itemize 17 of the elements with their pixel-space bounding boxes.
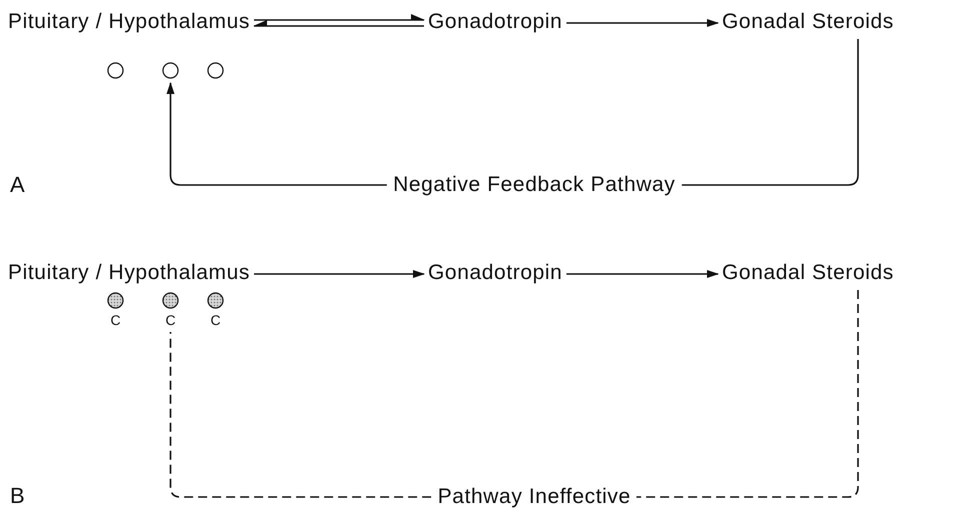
panel-letter: A (10, 172, 25, 198)
node-label: Gonadal Steroids (722, 9, 894, 35)
edge-label: Negative Feedback Pathway (387, 173, 682, 197)
panel-letter: B (10, 483, 25, 509)
circle-caption: C (110, 312, 121, 328)
half-arrow (253, 20, 424, 27)
node-label: Pituitary / Hypothalamus (8, 9, 250, 35)
half-arrow (254, 14, 425, 21)
arrow (254, 270, 425, 278)
node-label: Gonadotropin (428, 260, 562, 286)
arrow (566, 19, 719, 27)
node-label: Pituitary / Hypothalamus (8, 260, 250, 286)
node-label: Gonadotropin (428, 9, 562, 35)
node-label: Gonadal Steroids (722, 260, 894, 286)
circle-caption: C (165, 312, 176, 328)
arrow (566, 270, 719, 278)
circle-caption: C (210, 312, 221, 328)
